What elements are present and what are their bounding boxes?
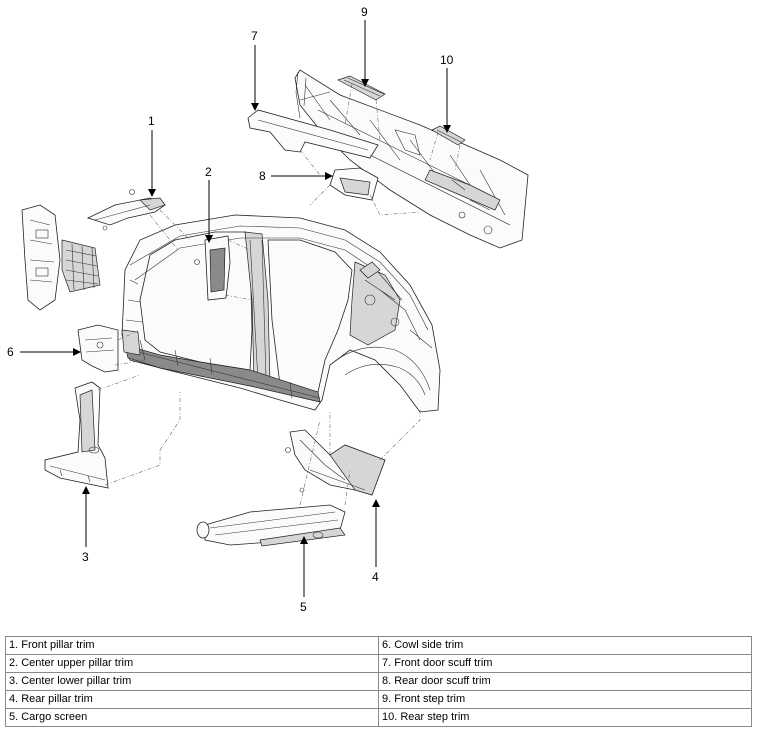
legend-item-4: 4. Rear pillar trim	[5, 690, 379, 709]
callout-10: 10	[440, 53, 454, 67]
callout-1: 1	[148, 114, 155, 128]
callout-6: 6	[7, 345, 14, 359]
callout-7: 7	[251, 29, 258, 43]
legend-item-8: 8. Rear door scuff trim	[378, 672, 752, 691]
legend-row: 2. Center upper pillar trim 7. Front doo…	[5, 654, 752, 673]
legend-item-9: 9. Front step trim	[378, 690, 752, 709]
body-side-structure	[121, 214, 441, 413]
rear-step-trim	[431, 125, 466, 146]
callout-5: 5	[300, 600, 307, 614]
legend-item-5: 5. Cargo screen	[5, 708, 379, 727]
inner-panels-left	[21, 204, 101, 311]
leader-lines	[20, 20, 451, 597]
legend-row: 4. Rear pillar trim 9. Front step trim	[5, 690, 752, 709]
front-pillar-trim	[86, 189, 166, 231]
cowl-side-trim	[77, 324, 119, 373]
callout-8: 8	[259, 169, 266, 183]
front-step-trim	[337, 75, 386, 101]
legend-item-6: 6. Cowl side trim	[378, 636, 752, 655]
exploded-parts-diagram: 1 2 3 4 5 6 7 8 9 10	[7, 5, 529, 614]
assembly-lines	[97, 83, 461, 506]
callout-4: 4	[372, 570, 379, 584]
legend-item-2: 2. Center upper pillar trim	[5, 654, 379, 673]
legend-item-3: 3. Center lower pillar trim	[5, 672, 379, 691]
parts-legend-table: 1. Front pillar trim 6. Cowl side trim 2…	[5, 636, 752, 727]
floor-sill-assembly	[294, 69, 529, 249]
center-upper-pillar-trim	[194, 235, 231, 301]
rear-pillar-trim	[285, 429, 386, 496]
legend-item-7: 7. Front door scuff trim	[378, 654, 752, 673]
legend-row: 3. Center lower pillar trim 8. Rear door…	[5, 672, 752, 691]
legend-row: 5. Cargo screen 10. Rear step trim	[5, 708, 752, 727]
rear-door-scuff-trim	[329, 167, 379, 201]
callout-2: 2	[205, 165, 212, 179]
front-door-scuff-trim	[247, 109, 379, 159]
center-lower-pillar-trim	[44, 381, 109, 489]
legend-item-10: 10. Rear step trim	[378, 708, 752, 727]
legend-row: 1. Front pillar trim 6. Cowl side trim	[5, 636, 752, 655]
callout-9: 9	[361, 5, 368, 19]
legend-item-1: 1. Front pillar trim	[5, 636, 379, 655]
cargo-screen	[196, 504, 346, 547]
callout-3: 3	[82, 550, 89, 564]
